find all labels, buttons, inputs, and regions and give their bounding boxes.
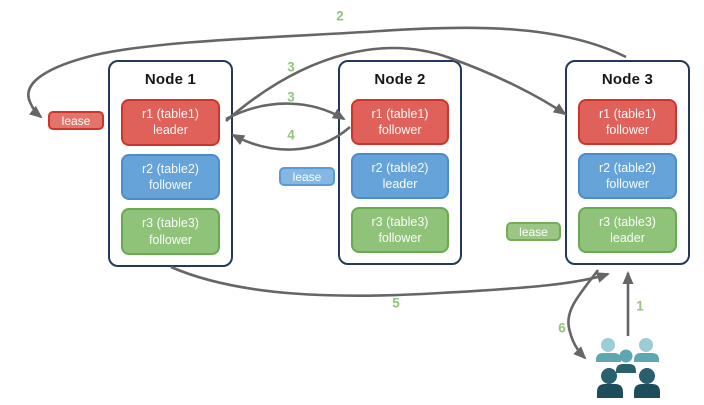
node2-card: Node 2 r1 (table1) follower r2 (table2) … <box>338 60 462 265</box>
node2-replica-r3: r3 (table3) follower <box>351 207 449 253</box>
step-label-6: 6 <box>558 320 566 336</box>
arrow-step-5-node1-to-node3 <box>170 265 610 298</box>
replica-name: r1 (table1) <box>142 106 199 121</box>
node2-title: Node 2 <box>374 71 426 88</box>
node1-replica-r2: r2 (table2) follower <box>121 153 220 201</box>
replica-role: leader <box>153 123 188 138</box>
replica-name: r3 (table3) <box>371 214 429 229</box>
replica-role: follower <box>148 178 193 192</box>
node1-card: Node 1 r1 (table1) leader r2 (table2) fo… <box>108 60 233 267</box>
node3-card: Node 3 r1 (table1) follower r2 (table2) … <box>565 60 690 265</box>
step-label-5: 5 <box>392 295 400 311</box>
node1-replica-r1: r1 (table1) leader <box>121 99 220 146</box>
step-label-2: 2 <box>336 8 344 24</box>
replica-name: r2 (table2) <box>371 160 429 175</box>
arrow-step-3-leader-to-node2 <box>225 102 346 121</box>
lease-badge-r1: lease <box>48 111 104 130</box>
replica-role: leader <box>382 177 418 191</box>
node3-title: Node 3 <box>601 71 654 88</box>
node2-replica-r2: r2 (table2) leader <box>351 153 449 199</box>
replica-role: follower <box>378 123 422 137</box>
step-label-4: 4 <box>287 127 295 143</box>
replica-role: leader <box>610 231 645 245</box>
node1-replica-r3: r3 (table3) follower <box>121 208 220 256</box>
replica-role: follower <box>605 123 650 137</box>
replica-name: r2 (table2) <box>599 160 656 175</box>
node3-replica-r3: r3 (table3) leader <box>578 207 677 253</box>
replica-role: follower <box>378 231 422 245</box>
node1-title: Node 1 <box>144 71 197 88</box>
replica-role: follower <box>605 177 650 191</box>
replica-name: r3 (table3) <box>142 216 199 231</box>
replica-name: r1 (table1) <box>371 106 429 121</box>
step-label-3a: 3 <box>287 59 295 75</box>
node3-replica-r1: r1 (table1) follower <box>578 99 677 145</box>
node2-replica-r1: r1 (table1) follower <box>351 99 449 145</box>
replica-name: r1 (table1) <box>599 106 656 121</box>
lease-badge-r3: lease <box>506 222 561 241</box>
replica-name: r3 (table3) <box>599 214 656 229</box>
step-label-3b: 3 <box>287 89 295 105</box>
users-group-icon <box>596 338 660 398</box>
node3-replica-r2: r2 (table2) follower <box>578 153 677 199</box>
step-label-1: 1 <box>636 298 644 314</box>
replica-name: r2 (table2) <box>142 161 199 176</box>
lease-badge-r2: lease <box>279 167 335 186</box>
replica-role: follower <box>148 232 193 247</box>
